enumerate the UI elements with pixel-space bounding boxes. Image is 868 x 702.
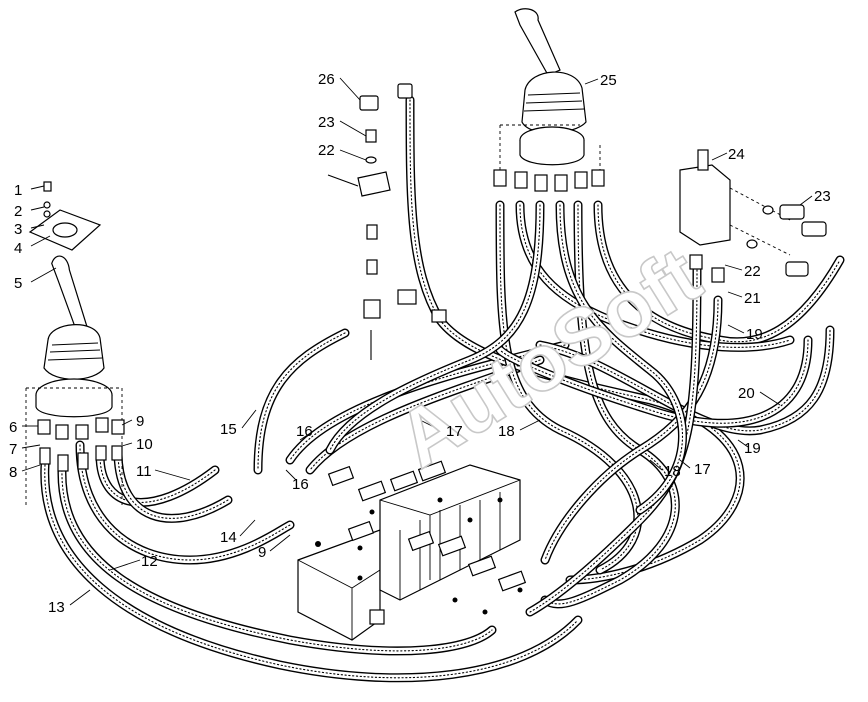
callout-26: 26 (318, 71, 335, 88)
callout-23-right: 23 (814, 188, 831, 205)
hose-25-a (325, 200, 545, 455)
callout-13: 13 (48, 599, 65, 616)
callout-6: 6 (9, 419, 17, 436)
hose-group (40, 95, 845, 683)
callout-24: 24 (728, 146, 745, 163)
hose-26-line (405, 95, 745, 585)
callout-18-right: 18 (664, 463, 681, 480)
callout-23-center: 23 (318, 114, 335, 131)
callout-4: 4 (14, 240, 22, 257)
callout-20: 20 (738, 385, 755, 402)
callout-19-upper: 19 (746, 326, 763, 343)
callout-1: 1 (14, 182, 22, 199)
callout-9-left: 9 (136, 413, 144, 430)
hose-13 (40, 460, 583, 683)
callout-3: 3 (14, 221, 22, 238)
left-joystick (25, 181, 125, 505)
callout-15: 15 (220, 421, 237, 438)
callout-17-center: 17 (446, 423, 463, 440)
callout-25: 25 (600, 72, 617, 89)
hose-10 (113, 450, 233, 523)
right-joystick-fittings (493, 169, 605, 192)
callout-16-upper: 16 (296, 423, 313, 440)
callout-17-right: 17 (694, 461, 711, 478)
callout-2: 2 (14, 203, 22, 220)
hose-12-return (75, 440, 295, 565)
callout-22-right: 22 (744, 263, 761, 280)
right-joystick (493, 8, 605, 192)
left-joystick-fittings (37, 417, 125, 472)
callout-8: 8 (9, 464, 17, 481)
hose-19b (515, 200, 835, 436)
hose-12 (57, 465, 497, 656)
hose-19 (593, 200, 845, 347)
callout-11: 11 (136, 463, 152, 480)
hose-21b (525, 265, 702, 617)
callout-12: 12 (141, 553, 158, 570)
callout-22-center: 22 (318, 142, 335, 159)
callout-21: 21 (744, 290, 761, 307)
watermark-text: AutoSoft (382, 230, 716, 484)
callout-10: 10 (136, 436, 153, 453)
hose-25-b (555, 200, 687, 515)
hose-18 (495, 200, 643, 575)
pressure-switch-fittings (327, 83, 447, 360)
callout-14: 14 (220, 529, 237, 546)
leader-lines (21, 77, 813, 606)
control-valve-block (297, 460, 527, 641)
hose-20 (495, 335, 813, 428)
callout-16-lower: 16 (292, 476, 309, 493)
switch-bracket (679, 149, 827, 283)
part-callouts: 1 2 3 4 5 6 7 8 9 10 11 12 13 14 9 15 16… (9, 71, 831, 616)
hose-15 (253, 328, 350, 475)
callout-18-center: 18 (498, 423, 515, 440)
callout-9-bottom: 9 (258, 544, 266, 561)
callout-5: 5 (14, 275, 22, 292)
callout-19-lower: 19 (744, 440, 761, 457)
callout-7: 7 (9, 441, 17, 458)
hose-21 (540, 295, 723, 565)
valve-spools (315, 460, 527, 625)
